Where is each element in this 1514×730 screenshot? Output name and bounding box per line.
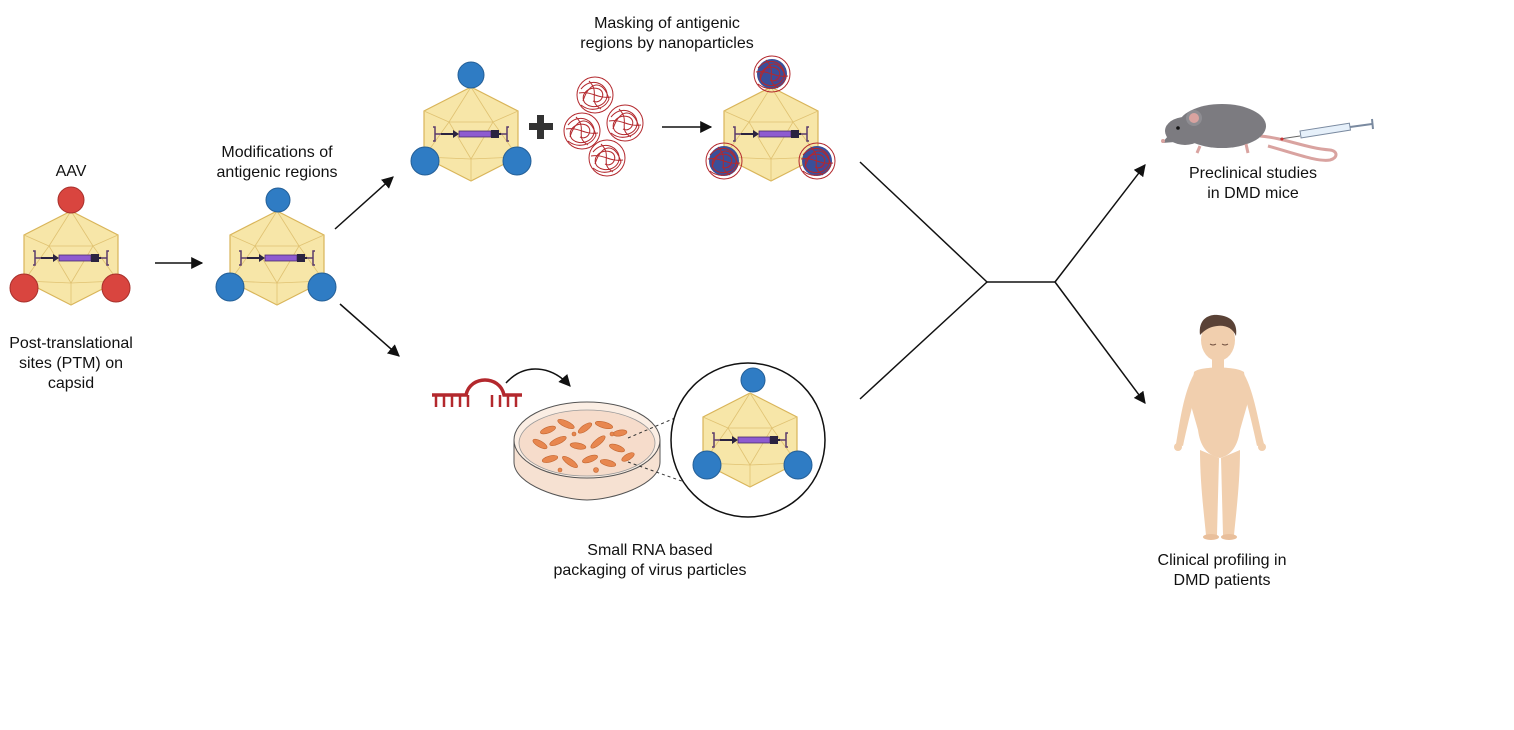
label-rna-line2: packaging of virus particles [553,562,747,579]
ptm-site-top [57,186,85,214]
capsid-before-masking-icon [410,61,532,182]
masked-capsid-icon [706,56,835,182]
label-mask-line1: Masking of antigenic [594,15,740,32]
ptm-site-right [101,273,131,303]
ptm-site-left [9,273,39,303]
petri-dish-icon [513,401,661,501]
label-preclin-line2: in DMD mice [1207,185,1299,202]
arrow-to-mice [1054,164,1146,283]
label-clin-line2: DMD patients [1173,572,1271,589]
arrow-to-masking [334,176,394,230]
label-preclin-line1: Preclinical studies [1188,165,1318,182]
mouse-icon [1161,104,1338,162]
magnifier-circle-icon [670,362,826,518]
plus-icon [529,115,553,139]
syringe-icon [1279,118,1374,141]
curved-arrow-rna-to-dish [505,368,571,387]
label-aav: AAV [55,163,87,180]
merge-connector [859,161,1055,400]
arrow-to-rna [339,303,400,357]
label-mods-line1: Modifications of [221,144,333,161]
label-mask-line2: regions by nanoparticles [580,35,754,52]
label-clin-line1: Clinical profiling in [1157,552,1287,569]
label-ptm-line1: Post-translational [9,335,133,352]
zoom-dotted-lines [627,417,691,485]
child-patient-icon [1174,314,1266,540]
label-ptm-line2: sites (PTM) on [18,355,123,372]
modified-capsid-icon [215,187,337,306]
label-rna-line1: Small RNA based [587,542,713,559]
label-mods-line2: antigenic regions [216,164,338,181]
nanoparticle-icon [563,76,644,177]
cell-culture [532,419,635,473]
small-rna-icon [432,378,522,407]
label-ptm-line3: capsid [47,375,95,392]
aav-capsid-icon [9,186,131,306]
arrow-to-patients [1054,281,1146,404]
